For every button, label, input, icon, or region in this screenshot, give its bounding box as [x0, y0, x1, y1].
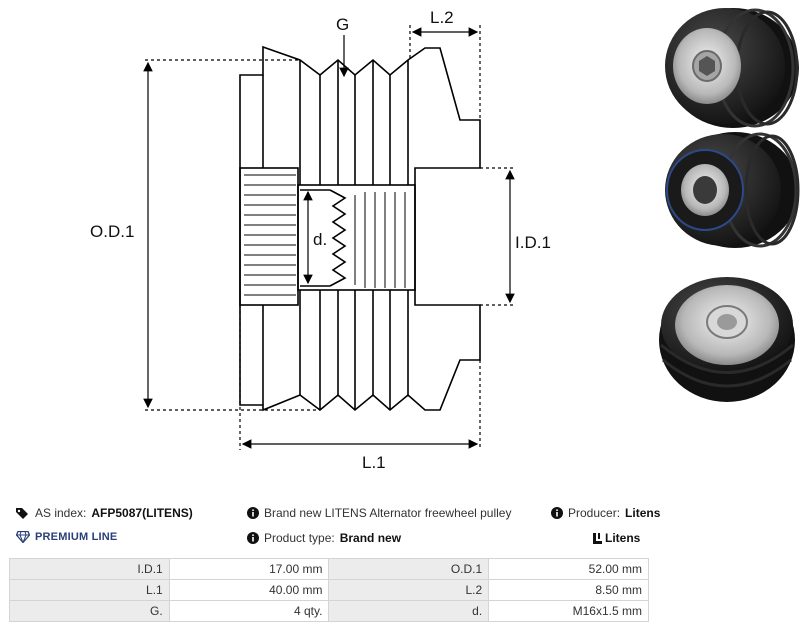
litens-logo: Litens	[593, 531, 640, 545]
as-index-row: AS index: AFP5087(LITENS)	[16, 506, 193, 520]
producer-value: Litens	[625, 506, 661, 520]
groove-label: G	[336, 15, 349, 34]
premium-line-badge: PREMIUM LINE	[16, 531, 117, 543]
spec-value: 17.00 mm	[168, 558, 330, 580]
as-index-label: AS index:	[35, 506, 87, 520]
spec-label: L.2	[328, 579, 490, 601]
as-index-value: AFP5087(LITENS)	[91, 506, 193, 520]
id1-label: I.D.1	[515, 233, 551, 252]
tags-icon	[16, 508, 28, 519]
product-type-row: Product type: Brand new	[247, 531, 401, 545]
pulley-photo-top	[665, 8, 799, 128]
pulley-photo-middle	[665, 132, 800, 248]
spec-label: L.1	[9, 579, 170, 601]
product-type-label: Product type:	[264, 531, 335, 545]
l1-label: L.1	[362, 453, 386, 472]
spec-value: M16x1.5 mm	[488, 600, 649, 622]
info-icon	[247, 507, 259, 519]
table-row: I.D.1 17.00 mm O.D.1 52.00 mm	[9, 558, 649, 580]
l2-label: L.2	[430, 8, 454, 27]
producer-label: Producer:	[568, 506, 621, 520]
info-icon	[551, 507, 563, 519]
litens-logo-text: Litens	[605, 531, 641, 545]
spec-label: G.	[9, 600, 170, 622]
table-row: L.1 40.00 mm L.2 8.50 mm	[9, 579, 649, 601]
product-description: Brand new LITENS Alternator freewheel pu…	[264, 506, 512, 520]
description-row: Brand new LITENS Alternator freewheel pu…	[247, 506, 511, 520]
spec-value: 8.50 mm	[488, 579, 649, 601]
spec-label: I.D.1	[9, 558, 170, 580]
pulley-photo-bottom	[659, 277, 795, 402]
pulley-technical-drawing: G L.2 O.D.1 d. I.D.1 L.1	[90, 8, 551, 472]
spec-label: d.	[328, 600, 490, 622]
table-row: G. 4 qty. d. M16x1.5 mm	[9, 600, 649, 622]
spec-value: 4 qty.	[168, 600, 330, 622]
producer-row: Producer: Litens	[551, 506, 660, 520]
litens-logo-icon	[593, 532, 602, 544]
specs-table: I.D.1 17.00 mm O.D.1 52.00 mm L.1 40.00 …	[9, 558, 649, 622]
spec-value: 52.00 mm	[488, 558, 649, 580]
spec-label: O.D.1	[328, 558, 490, 580]
info-icon	[247, 532, 259, 544]
diamond-icon	[16, 531, 30, 543]
od1-label: O.D.1	[90, 222, 134, 241]
product-type-value: Brand new	[339, 531, 402, 545]
spec-value: 40.00 mm	[168, 579, 330, 601]
product-photos	[659, 8, 800, 402]
premium-line-label: PREMIUM LINE	[35, 531, 118, 543]
thread-label: d.	[313, 230, 327, 249]
